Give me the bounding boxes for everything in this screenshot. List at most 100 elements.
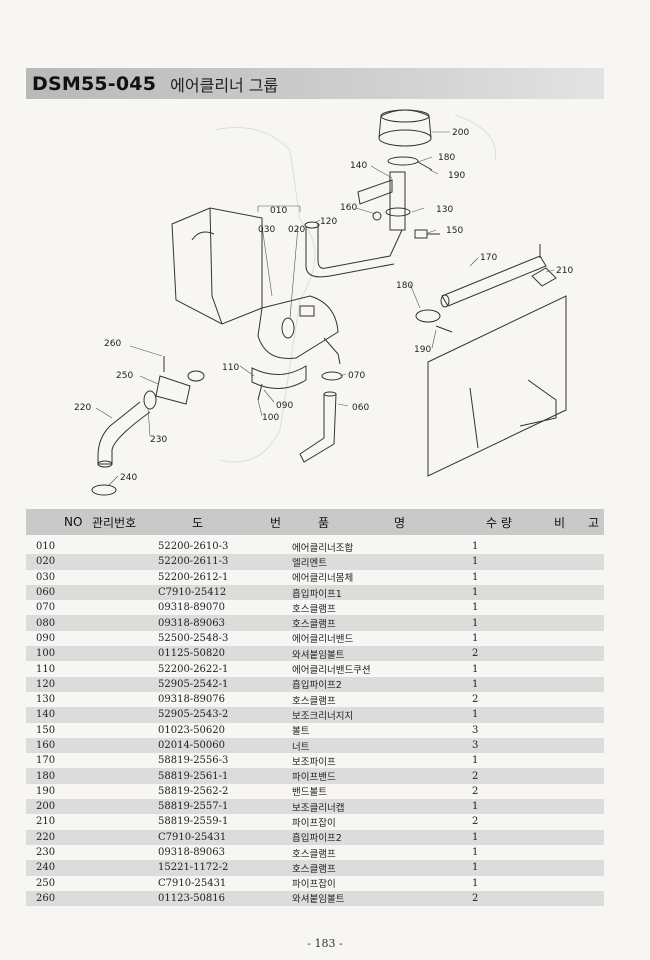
header-mgmt-no: 관리번호 [92, 515, 137, 530]
row-part-name: 호스클램프 [292, 603, 336, 615]
row-drawing-no: 58819-2559-1 [158, 816, 229, 828]
row-no: 060 [36, 587, 56, 599]
row-quantity: 1 [472, 587, 479, 599]
row-no: 210 [36, 816, 56, 828]
row-part-name: 흡입파이프1 [292, 588, 342, 600]
row-quantity: 1 [472, 831, 479, 843]
row-drawing-no: 02014-50060 [158, 740, 226, 751]
row-no: 080 [36, 617, 56, 629]
parts-drawing: 200 180 190 140 130 150 160 010 030 020 … [74, 109, 573, 496]
callout-010: 010 [270, 206, 287, 216]
intake-pipe-1-part [299, 391, 337, 463]
row-part-name: 호스클램프 [292, 619, 336, 631]
row-part-name: 볼트 [292, 726, 310, 738]
row-drawing-no: 52905-2543-2 [158, 709, 229, 721]
callout-140: 140 [350, 161, 367, 171]
row-quantity: 1 [472, 571, 479, 583]
row-drawing-no: 52200-2622-1 [158, 663, 229, 675]
callout-numbers: 200 180 190 140 130 150 160 010 030 020 … [74, 128, 573, 483]
row-drawing-no: C7910-25412 [158, 587, 227, 599]
pipe-band-upper [387, 156, 433, 171]
row-quantity: 1 [472, 632, 479, 644]
header-drawing-1: 도 [192, 515, 204, 530]
row-no: 100 [36, 648, 56, 660]
air-cleaner-body-part [257, 295, 341, 365]
callout-130: 130 [436, 205, 453, 215]
exploded-parts-diagram: 200 180 190 140 130 150 160 010 030 020 … [0, 100, 650, 500]
row-part-name: 호스클램프 [292, 695, 336, 707]
row-drawing-no: 52200-2611-3 [158, 556, 229, 568]
leader-lines [95, 131, 555, 487]
engine-housing-outline [171, 207, 263, 325]
row-no: 220 [36, 831, 56, 843]
row-drawing-no: 58819-2562-2 [158, 785, 229, 797]
row-drawing-no: C7910-25431 [158, 831, 227, 843]
callout-190-lower: 190 [414, 345, 431, 355]
hose-clamp-070 [321, 371, 343, 381]
row-no: 150 [36, 724, 56, 736]
callout-120: 120 [320, 217, 337, 227]
section-title: 에어클리너 그룹 [170, 75, 279, 95]
row-part-name: 에어클리너밴드쿠션 [292, 665, 371, 677]
callout-030: 030 [258, 225, 275, 235]
callout-180-upper: 180 [438, 153, 455, 163]
pipe-band-lower [415, 309, 453, 333]
callout-090: 090 [276, 401, 293, 411]
row-no: 010 [36, 541, 56, 553]
row-no: 030 [36, 571, 56, 583]
row-no: 140 [36, 709, 56, 721]
callout-160: 160 [340, 203, 357, 213]
row-quantity: 1 [472, 663, 479, 675]
callout-180-lower: 180 [396, 281, 413, 291]
row-drawing-no: 52500-2548-3 [158, 632, 229, 644]
row-drawing-no: 58819-2557-1 [158, 801, 229, 813]
callout-110: 110 [222, 363, 239, 373]
callout-220: 220 [74, 403, 91, 413]
callout-210: 210 [556, 266, 573, 276]
intake-pipe-220 [97, 401, 151, 468]
row-part-name: 와셔붙임볼트 [292, 649, 345, 661]
row-no: 170 [36, 755, 56, 767]
row-quantity: 2 [472, 770, 479, 782]
bolt-part [414, 229, 440, 239]
header-remark-2: 고 [588, 515, 600, 530]
row-part-name: 보조크리너지지 [292, 710, 354, 722]
row-drawing-no: 52200-2610-3 [158, 541, 229, 553]
row-drawing-no: 52905-2542-1 [158, 678, 229, 690]
row-drawing-no: 52200-2612-1 [158, 571, 229, 583]
row-no: 070 [36, 602, 56, 614]
row-no: 260 [36, 892, 56, 904]
callout-190-upper: 190 [448, 171, 465, 181]
callout-230: 230 [150, 435, 167, 445]
row-no: 110 [36, 663, 56, 675]
callout-020: 020 [288, 225, 305, 235]
table-row: 140 52905-2543-2 보조크리너지지 1 [26, 707, 604, 723]
row-quantity: 1 [472, 709, 479, 721]
pipe-holder-210 [531, 267, 557, 287]
header-qty: 수 량 [486, 515, 512, 530]
row-quantity: 1 [472, 755, 479, 767]
callout-070: 070 [348, 371, 365, 381]
row-part-name: 에어클리너몸체 [292, 573, 354, 585]
row-drawing-no: 09318-89063 [158, 617, 226, 629]
row-drawing-no: 58819-2556-3 [158, 755, 229, 767]
row-drawing-no: 01023-50620 [158, 724, 226, 736]
header-no: NO [64, 515, 83, 529]
callout-100: 100 [262, 413, 279, 423]
row-part-name: 호스클램프 [292, 848, 336, 860]
row-part-name: 파이프잡이 [292, 879, 336, 891]
row-quantity: 2 [472, 785, 479, 797]
